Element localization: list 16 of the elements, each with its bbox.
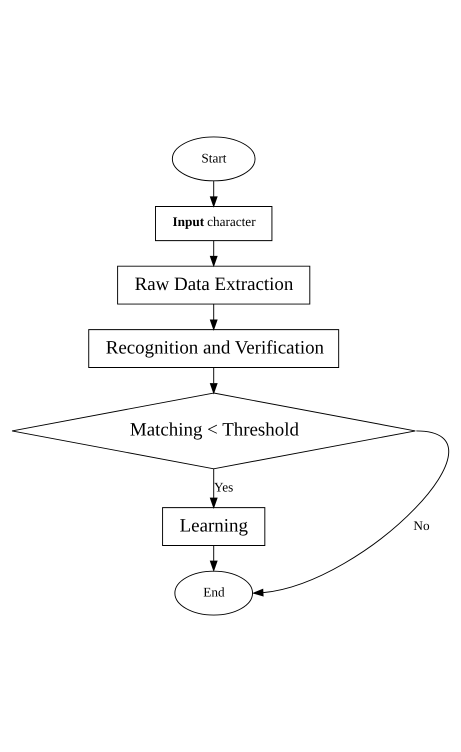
node-box: Learning (162, 507, 266, 546)
node-ellipse: Start (172, 136, 256, 182)
node-diamond: Matching < Threshold (12, 392, 416, 470)
arrow (210, 545, 218, 572)
arrow (210, 240, 218, 268)
arrow (252, 430, 449, 597)
edge-label: Yes (214, 480, 234, 495)
arrow (210, 180, 218, 208)
node-box: Raw Data Extraction (117, 266, 310, 305)
node-box: Input character (155, 206, 272, 242)
edge-label: No (413, 518, 430, 534)
node-box: Recognition and Verification (88, 329, 340, 368)
arrow (210, 468, 218, 510)
arrow (210, 367, 218, 394)
node-ellipse: End (174, 570, 254, 616)
arrow (210, 304, 218, 331)
